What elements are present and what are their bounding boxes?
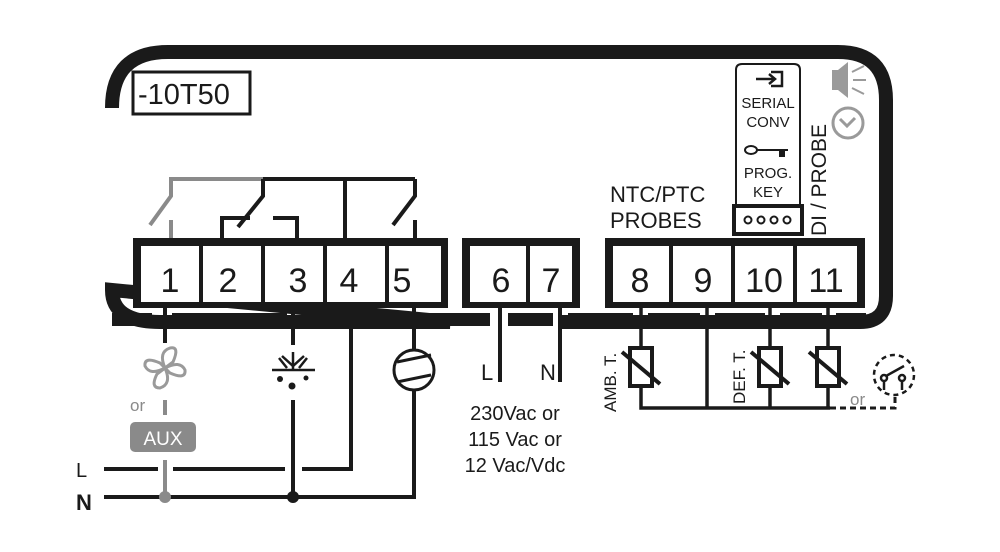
output-wires — [104, 302, 416, 499]
fan-icon — [143, 346, 187, 390]
amb-probe-label: AMB. T. — [601, 353, 620, 412]
terminal-1: 1 — [161, 262, 180, 300]
terminal-block-probes — [605, 238, 865, 308]
buzzer-icon — [832, 62, 866, 98]
compressor-icon — [392, 348, 436, 392]
neutral-junction-aux — [159, 491, 171, 503]
supply-l-label: L — [481, 360, 493, 385]
terminal-3: 3 — [289, 262, 308, 300]
terminal-11: 11 — [808, 262, 843, 300]
terminal-10: 10 — [745, 262, 783, 300]
prog-key-line1: PROG. — [744, 165, 792, 182]
def-probe-label: DEF. T. — [730, 350, 749, 404]
defrost-icon — [272, 352, 315, 390]
terminal-9: 9 — [694, 262, 713, 300]
probe-wires — [639, 302, 830, 410]
model-label: -10T50 — [138, 79, 230, 111]
serial-prog-panel: SERIAL CONV PROG. KEY — [732, 63, 804, 236]
terminal-4: 4 — [340, 262, 359, 300]
serial-conv-line1: SERIAL — [741, 95, 794, 112]
aux-label: AUX — [143, 429, 182, 450]
connector-pins — [743, 215, 792, 225]
supply-wires — [498, 302, 562, 382]
frame-bottom-segments — [112, 313, 866, 326]
probes-label-line2: PROBES — [610, 208, 702, 233]
terminal-2: 2 — [219, 262, 238, 300]
relay-contacts — [148, 177, 417, 238]
terminal-6: 6 — [492, 262, 511, 300]
prog-key-line2: KEY — [753, 184, 783, 201]
terminal-5: 5 — [393, 262, 412, 300]
di-probe-label: DI / PROBE — [808, 124, 831, 236]
di-probe-thermistor-icon — [807, 346, 849, 388]
supply-voltage-line2: 115 Vac or — [468, 429, 562, 451]
terminal-8: 8 — [631, 262, 650, 300]
terminal-block-relays — [133, 238, 448, 308]
serial-conv-line2: CONV — [746, 114, 789, 131]
clock-icon — [831, 106, 865, 140]
digital-input-switch-icon — [872, 353, 916, 397]
amb-probe-thermistor-icon — [620, 346, 662, 388]
mains-n-label: N — [76, 490, 92, 515]
fan-or-label: or — [130, 396, 145, 415]
prog-connector — [732, 204, 804, 236]
supply-n-label: N — [540, 360, 556, 385]
di-or-label: or — [850, 390, 865, 409]
aux-badge — [130, 422, 196, 452]
supply-voltage-line1: 230Vac or — [470, 403, 560, 425]
serial-conv-icon — [756, 70, 784, 88]
neutral-junction-defrost — [287, 491, 299, 503]
terminal-7: 7 — [542, 262, 561, 300]
supply-voltage-line3: 12 Vac/Vdc — [465, 455, 566, 477]
key-icon — [744, 145, 788, 157]
probes-label-line1: NTC/PTC — [610, 182, 705, 207]
def-probe-thermistor-icon — [749, 346, 791, 388]
di-dashed-wire — [830, 396, 897, 410]
model-label-box — [131, 70, 252, 116]
mains-l-label: L — [76, 460, 87, 482]
terminal-block-supply — [462, 238, 580, 308]
